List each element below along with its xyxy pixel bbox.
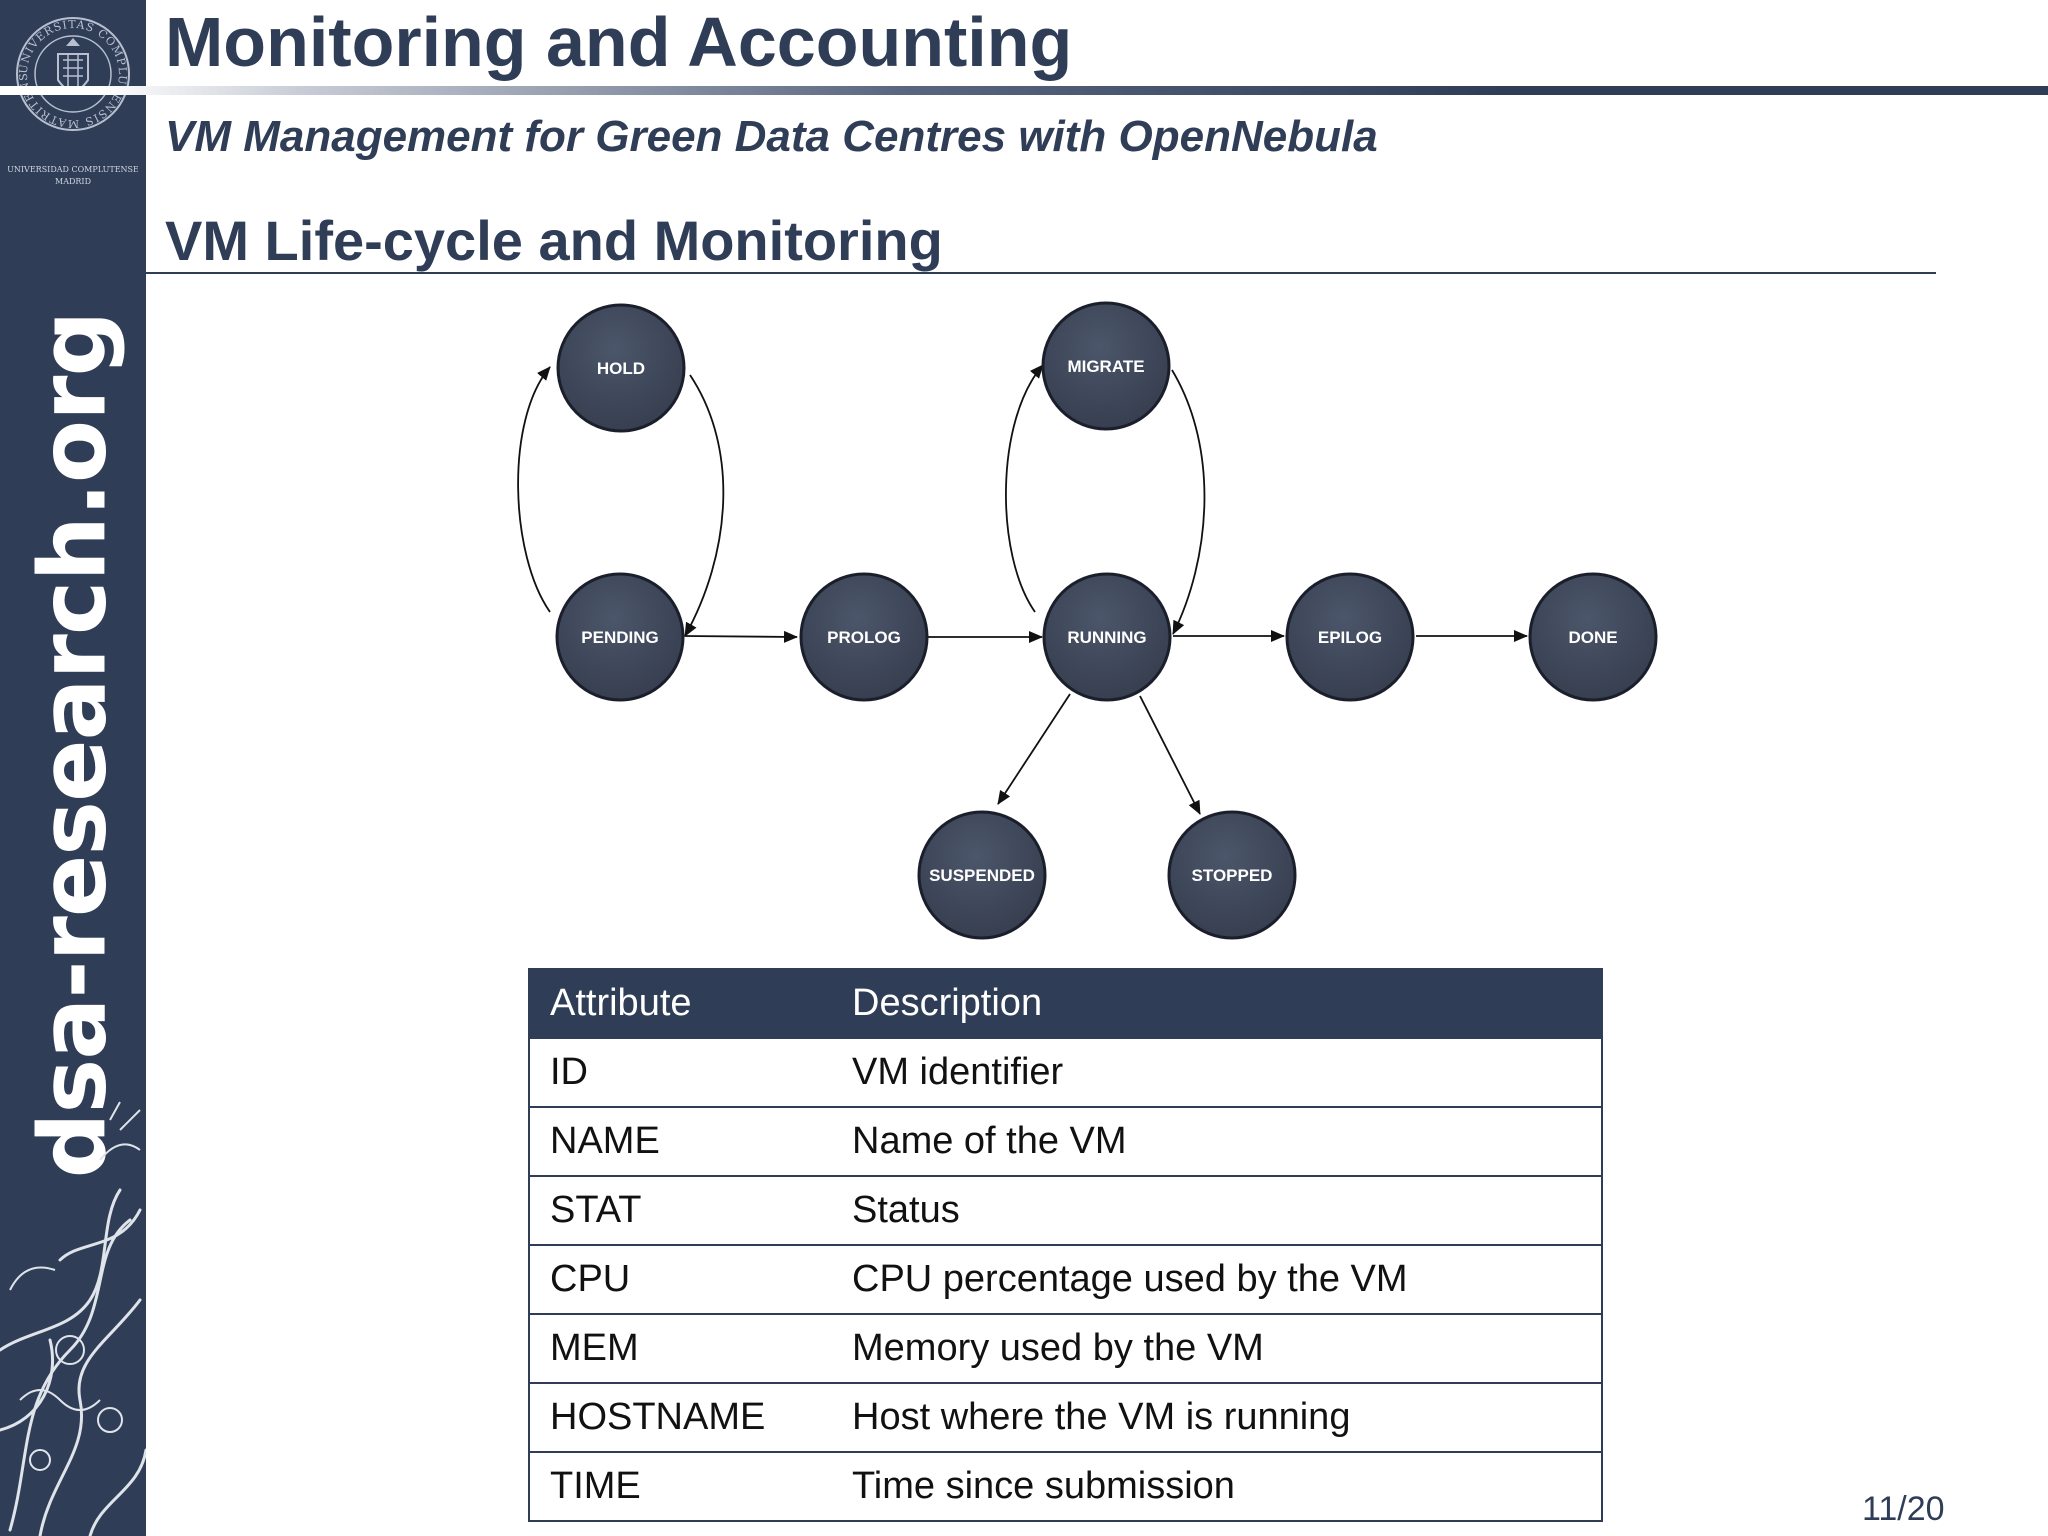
description-cell: Time since submission [832,1451,1602,1521]
state-epilog[interactable]: EPILOG [1285,572,1415,702]
logo-caption-line1: UNIVERSIDAD COMPLUTENSE [8,165,138,174]
svg-text:PENDING: PENDING [581,628,658,647]
transition-running-to-stopped [1139,695,1201,815]
transition-running-to-suspended [997,693,1071,805]
table-row: MEM Memory used by the VM [529,1313,1602,1383]
description-cell: VM identifier [832,1037,1602,1107]
table-row: STAT Status [529,1175,1602,1245]
svg-text:EPILOG: EPILOG [1318,628,1382,647]
svg-text:MIGRATE: MIGRATE [1067,357,1144,376]
attribute-cell: ID [529,1037,832,1107]
description-cell: Memory used by the VM [832,1313,1602,1383]
attribute-cell: STAT [529,1175,832,1245]
svg-text:PROLOG: PROLOG [827,628,901,647]
attribute-cell: NAME [529,1106,832,1176]
decorative-flourish [0,1101,146,1536]
state-prolog[interactable]: PROLOG [799,572,929,702]
description-cell: CPU percentage used by the VM [832,1244,1602,1314]
svg-text:SUSPENDED: SUSPENDED [929,866,1035,885]
transition-pending-to-hold [517,366,551,613]
state-hold[interactable]: HOLD [556,303,686,433]
svg-text:HOLD: HOLD [597,359,645,378]
description-cell: Host where the VM is running [832,1382,1602,1452]
state-running[interactable]: RUNNING [1042,572,1172,702]
transition-running-to-migrate [1005,364,1044,613]
table-row: CPU CPU percentage used by the VM [529,1244,1602,1314]
attribute-cell: CPU [529,1244,832,1314]
table-row: NAME Name of the VM [529,1106,1602,1176]
column-header-description: Description [832,969,1602,1038]
attribute-cell: MEM [529,1313,832,1383]
state-done[interactable]: DONE [1528,572,1658,702]
university-seal-logo: UNIVERSITAS COMPLUTENSIS MATRITENSIS UNI… [8,10,138,186]
attribute-cell: HOSTNAME [529,1382,832,1452]
table-row: TIME Time since submission [529,1451,1602,1521]
transition-pending-to-prolog [684,630,798,643]
page-title: Monitoring and Accounting [165,3,1073,81]
section-heading: VM Life-cycle and Monitoring [165,209,943,272]
section-divider [146,272,1936,274]
description-cell: Status [832,1175,1602,1245]
svg-text:DONE: DONE [1568,628,1617,647]
transition-hold-to-pending [684,374,725,637]
svg-text:RUNNING: RUNNING [1067,628,1146,647]
logo-caption-line2: MADRID [55,177,91,186]
column-header-attribute: Attribute [529,969,832,1038]
state-stopped[interactable]: STOPPED [1167,810,1297,940]
svg-text:STOPPED: STOPPED [1192,866,1273,885]
description-cell: Name of the VM [832,1106,1602,1176]
title-underline-bar [0,86,2048,95]
monitoring-attributes-table: Attribute Description ID VM identifier N… [528,968,1603,1522]
site-url-vertical: dsa-research.org [19,311,127,1179]
state-migrate[interactable]: MIGRATE [1041,301,1171,431]
page-number: 11/20 [1862,1490,1945,1528]
transition-migrate-to-running [1171,369,1206,635]
table-row: HOSTNAME Host where the VM is running [529,1382,1602,1452]
table-row: ID VM identifier [529,1037,1602,1107]
state-pending[interactable]: PENDING [555,572,685,702]
presentation-subtitle: VM Management for Green Data Centres wit… [165,112,1378,161]
sidebar: UNIVERSITAS COMPLUTENSIS MATRITENSIS UNI… [0,0,146,1536]
attribute-cell: TIME [529,1451,832,1521]
state-suspended[interactable]: SUSPENDED [917,810,1047,940]
table-header-row: Attribute Description [529,969,1602,1038]
